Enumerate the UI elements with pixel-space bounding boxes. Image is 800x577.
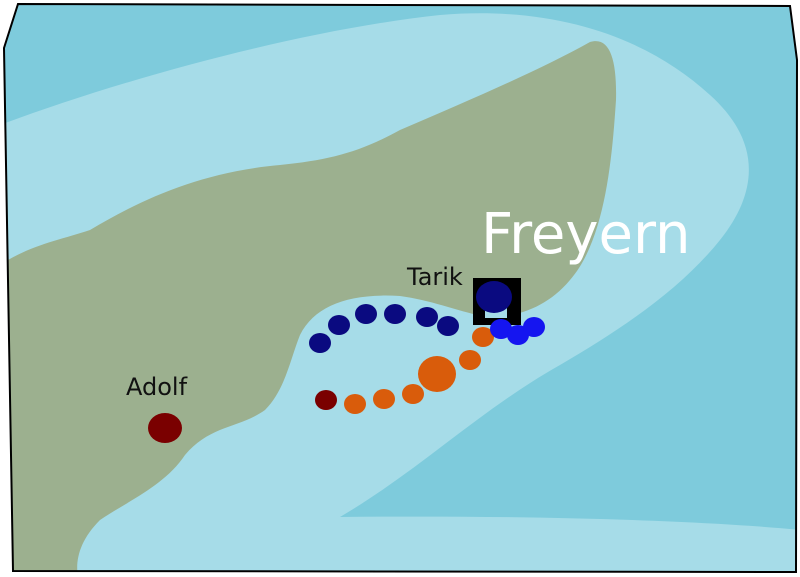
trail-dot <box>416 307 438 327</box>
trail-dot <box>402 384 424 404</box>
adolf-label: Adolf <box>126 373 188 401</box>
navy-trail <box>309 304 459 353</box>
trail-dot <box>309 333 331 353</box>
adolf-unit-icon[interactable] <box>148 413 182 443</box>
tarik-unit[interactable] <box>473 278 521 325</box>
trail-dot <box>437 316 459 336</box>
trail-dot <box>472 327 494 347</box>
landmass <box>4 41 617 572</box>
trail-dot <box>355 304 377 324</box>
blue-trail <box>490 317 545 345</box>
trail-dot <box>373 389 395 409</box>
boxed-unit-icon <box>476 281 512 313</box>
trail-dot <box>459 350 481 370</box>
trail-start-dot <box>315 390 337 410</box>
tarik-label: Tarik <box>406 263 463 291</box>
region-label: Freyern <box>481 202 691 267</box>
trail-dot <box>384 304 406 324</box>
trail-dot <box>490 319 512 339</box>
trail-dot <box>523 317 545 337</box>
trail-dot <box>328 315 350 335</box>
trail-dot <box>344 394 366 414</box>
trail-dot-large <box>418 356 456 392</box>
trail-dot <box>507 325 529 345</box>
orange-trail <box>344 327 494 414</box>
